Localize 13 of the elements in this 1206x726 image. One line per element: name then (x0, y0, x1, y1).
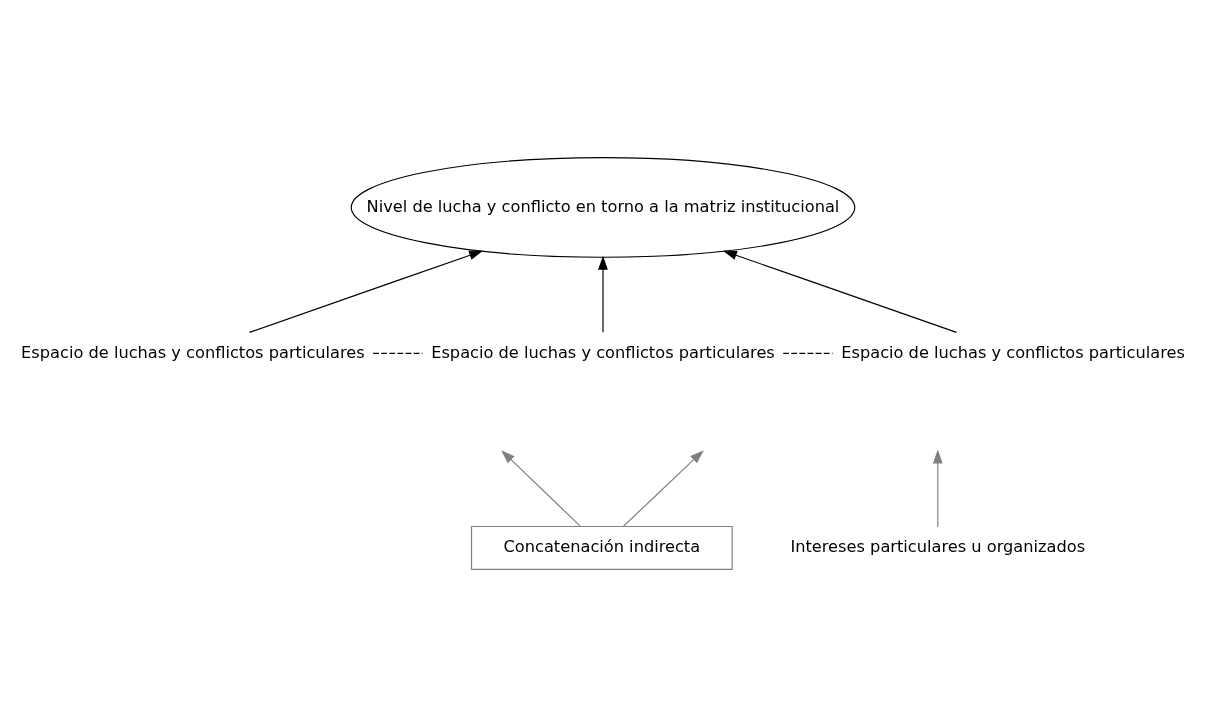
node-text: Espacio de luchas y conflictos particulares (21, 342, 365, 362)
arrow (722, 250, 958, 333)
node-text: Espacio de luchas y conflictos particulares (841, 342, 1185, 362)
connector (372, 352, 424, 354)
node-text: Espacio de luchas y conflictos particulares (431, 342, 775, 362)
arrow (932, 449, 943, 528)
node-box: Concatenación indirecta (470, 525, 733, 570)
arrow (248, 250, 484, 333)
arrow (623, 449, 704, 527)
arrow (598, 255, 608, 333)
node-text: Intereses particulares u organizados (790, 536, 1086, 556)
connector (782, 352, 834, 354)
arrow (501, 449, 581, 527)
